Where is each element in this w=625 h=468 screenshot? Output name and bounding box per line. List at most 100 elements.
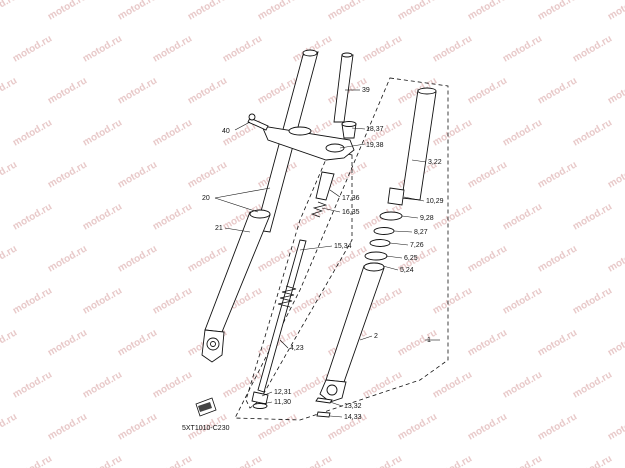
watermark-text: motod.ru <box>571 285 614 316</box>
callout-20: 20 <box>202 195 210 202</box>
watermark-text: motod.ru <box>396 411 439 442</box>
watermark-text: motod.ru <box>46 159 89 190</box>
watermark-text: motod.ru <box>326 0 369 23</box>
callout-18-37: 18,37 <box>366 126 384 133</box>
watermark-text: motod.ru <box>466 0 509 23</box>
watermark-text: motod.ru <box>606 159 625 190</box>
watermark-text: motod.ru <box>501 33 544 64</box>
watermark-text: motod.ru <box>151 453 194 468</box>
watermark-text: motod.ru <box>361 369 404 400</box>
watermark-text: motod.ru <box>606 75 625 106</box>
watermark-text: motod.ru <box>0 75 19 106</box>
callout-15-34: 15,34 <box>334 243 352 250</box>
callout-3-22: 3,22 <box>428 159 442 166</box>
watermark-text: motod.ru <box>151 201 194 232</box>
callout-14-33: 14,33 <box>344 414 362 421</box>
watermark-text: motod.ru <box>81 285 124 316</box>
watermark-text: motod.ru <box>186 75 229 106</box>
callout-11-30: 11,30 <box>274 399 291 406</box>
watermark-text: motod.ru <box>466 75 509 106</box>
watermark-text: motod.ru <box>256 411 299 442</box>
watermark-text: motod.ru <box>221 33 264 64</box>
watermark-text: motod.ru <box>11 33 54 64</box>
front-arrow-icon <box>195 397 217 417</box>
callout-7-26: 7,26 <box>410 242 424 249</box>
watermark-text: motod.ru <box>431 369 474 400</box>
watermark-text: motod.ru <box>116 243 159 274</box>
callout-9-28: 9,28 <box>420 215 434 222</box>
watermark-text: motod.ru <box>11 285 54 316</box>
watermark-text: motod.ru <box>606 411 625 442</box>
watermark-text: motod.ru <box>11 369 54 400</box>
watermark-text: motod.ru <box>571 453 614 468</box>
watermark-text: motod.ru <box>291 285 334 316</box>
left-fork-assembly <box>201 49 355 363</box>
watermark-text: motod.ru <box>0 411 19 442</box>
watermark-text: motod.ru <box>396 327 439 358</box>
watermark-text: motod.ru <box>431 33 474 64</box>
watermark-text: motod.ru <box>536 0 579 23</box>
watermark-text: motod.ru <box>46 411 89 442</box>
watermark-text: motod.ru <box>81 33 124 64</box>
callout-19-38: 19,38 <box>366 142 384 149</box>
watermark-text: motod.ru <box>151 117 194 148</box>
callout-17-36: 17,36 <box>342 195 360 202</box>
callout-4-23: 4,23 <box>290 345 304 352</box>
callout-5-24: 5,24 <box>400 267 414 274</box>
watermark-text: motod.ru <box>361 33 404 64</box>
watermark-text: motod.ru <box>361 453 404 468</box>
watermark-text: motod.ru <box>501 369 544 400</box>
watermark-text: motod.ru <box>431 117 474 148</box>
group-outline-inner <box>245 149 353 409</box>
watermark-text: motod.ru <box>606 0 625 23</box>
watermark-text: motod.ru <box>536 243 579 274</box>
watermark-text: motod.ru <box>466 243 509 274</box>
watermark-text: motod.ru <box>0 0 19 23</box>
watermark-text: motod.ru <box>466 327 509 358</box>
watermark-text: motod.ru <box>221 453 264 468</box>
watermark-text: motod.ru <box>256 0 299 23</box>
watermark-text: motod.ru <box>11 453 54 468</box>
watermark-text: motod.ru <box>116 327 159 358</box>
watermark-text: motod.ru <box>151 369 194 400</box>
watermark-text: motod.ru <box>466 411 509 442</box>
watermark-text: motod.ru <box>81 369 124 400</box>
watermark-text: motod.ru <box>81 117 124 148</box>
callout-1: 1 <box>427 337 431 344</box>
watermark-text: motod.ru <box>46 243 89 274</box>
watermark-text: motod.ru <box>431 285 474 316</box>
watermark-text: motod.ru <box>606 327 625 358</box>
watermark-text: motod.ru <box>431 453 474 468</box>
group-outline-right <box>234 77 449 421</box>
callout-8-27: 8,27 <box>414 229 428 236</box>
callout-12-31: 12,31 <box>274 389 292 396</box>
watermark-text: motod.ru <box>501 285 544 316</box>
watermark-text: motod.ru <box>116 75 159 106</box>
callout-13-32: 13,32 <box>344 403 362 410</box>
watermark-text: motod.ru <box>186 0 229 23</box>
watermark-text: motod.ru <box>571 117 614 148</box>
callout-21: 21 <box>215 225 223 232</box>
callout-39: 39 <box>362 87 370 94</box>
watermark-text: motod.ru <box>536 75 579 106</box>
watermark-text: motod.ru <box>186 243 229 274</box>
watermark-text: motod.ru <box>536 327 579 358</box>
watermark-text: motod.ru <box>116 159 159 190</box>
watermark-text: motod.ru <box>536 411 579 442</box>
watermark-text: motod.ru <box>431 201 474 232</box>
watermark-text: motod.ru <box>0 327 19 358</box>
callout-2: 2 <box>374 333 378 340</box>
right-fork-exploded <box>315 87 437 418</box>
watermark-text: motod.ru <box>466 159 509 190</box>
callout-10-29: 10,29 <box>426 198 444 205</box>
watermark-text: motod.ru <box>291 453 334 468</box>
center-spring-assembly <box>251 121 357 409</box>
watermark-text: motod.ru <box>536 159 579 190</box>
watermark-text: motod.ru <box>151 33 194 64</box>
watermark-text: motod.ru <box>46 0 89 23</box>
watermark-text: motod.ru <box>81 453 124 468</box>
watermark-text: motod.ru <box>396 0 439 23</box>
callout-40: 40 <box>222 128 230 135</box>
watermark-text: motod.ru <box>46 327 89 358</box>
